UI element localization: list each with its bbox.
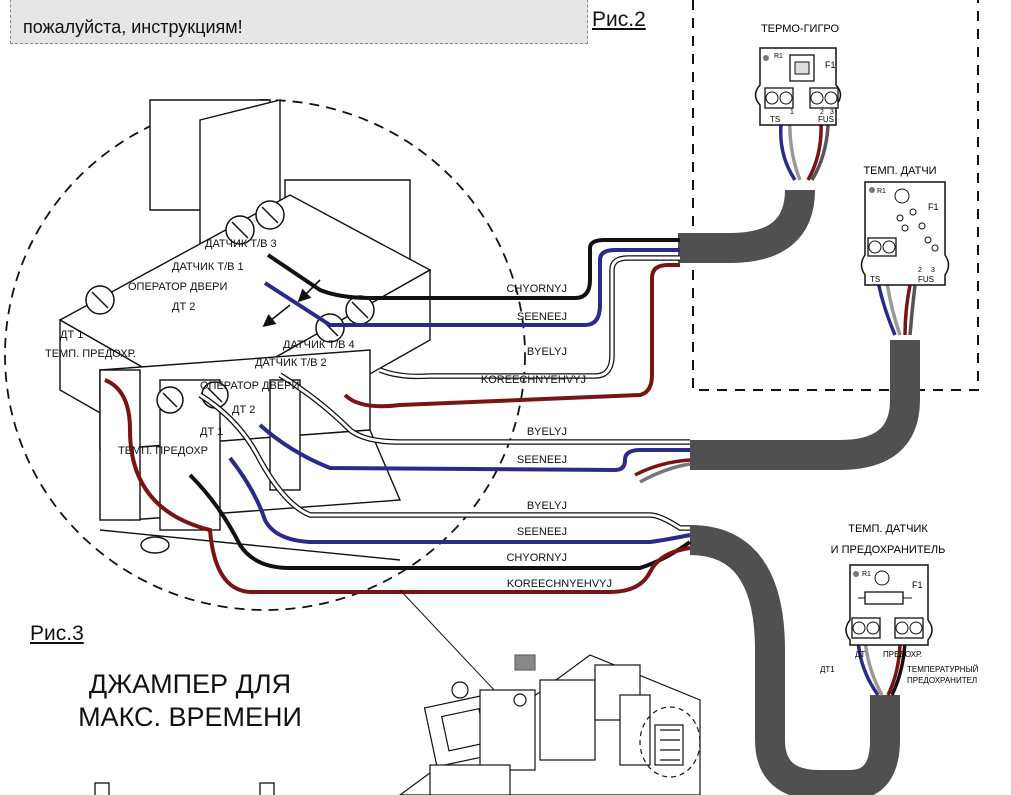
thermo-hygro-board <box>754 47 842 126</box>
thermo-hygro-fus: FUS <box>818 115 834 124</box>
terminal-label-tv3: ДАТЧИК Т/В 3 <box>205 238 277 250</box>
temp-sensor-board <box>860 181 950 286</box>
thermo-hygro-ts: TS <box>770 115 780 124</box>
temp-sensor-ts: TS <box>870 275 880 284</box>
jumper-title-line-2: МАКС. ВРЕМЕНИ <box>78 702 302 732</box>
temp-sensor-pin3: 3 <box>931 267 935 274</box>
jumper-title: ДЖАМПЕР ДЛЯ МАКС. ВРЕМЕНИ <box>40 668 340 734</box>
temp-fuse-leads <box>856 639 907 697</box>
terminal-label-fuse-lower: ТЕМП. ПРЕДОХР <box>118 445 208 457</box>
thermo-hygro-pin1: 1 <box>790 109 794 116</box>
wire-label-g1-blue: SEENEEJ <box>517 311 567 323</box>
temp-fuse-fuse-label-line-1: ТЕМПЕРАТУРНЫЙ <box>907 665 979 674</box>
terminal-arrow-2 <box>262 304 291 327</box>
enclosure-dashed-border <box>692 0 979 391</box>
wire-group-2 <box>258 372 690 473</box>
temp-fuse-board <box>845 564 933 646</box>
terminal-label-dt1-lower: ДТ 1 <box>200 426 223 438</box>
instruction-note-text: пожалуйста, инструкциям! <box>23 17 243 37</box>
cut-wire-ends <box>634 458 691 484</box>
temp-fuse-title-line-2: И ПРЕДОХРАНИТЕЛЬ <box>831 544 946 556</box>
wire-label-g3-white: BYELYJ <box>527 500 567 512</box>
temp-sensor-title: ТЕМП. ДАТЧИ <box>863 165 936 177</box>
jumper-pins <box>94 782 275 795</box>
thermo-hygro-pin2: 2 <box>820 109 824 116</box>
temp-sensor-f1: F1 <box>928 202 939 212</box>
temp-fuse-f1: F1 <box>912 580 923 590</box>
terminal-block <box>58 99 432 561</box>
temp-sensor-fus: FUS <box>918 275 934 284</box>
temp-fuse-fuse-label-line-2: ПРЕДОХРАНИТЕЛ <box>907 676 977 685</box>
temp-fuse-dt1-label: ДТ1 <box>820 665 835 674</box>
terminal-label-fuse-upper: ТЕМП. ПРЕДОХР. <box>45 348 136 360</box>
wire-label-g3-blue: SEENEEJ <box>517 526 567 538</box>
temp-sensor-r1: R1 <box>877 188 886 195</box>
temp-fuse-title-line-1: ТЕМП. ДАТЧИК <box>848 523 928 535</box>
terminal-label-dt2-upper: ДТ 2 <box>172 301 195 313</box>
wire-group-3 <box>104 378 692 594</box>
controller-board <box>398 654 701 795</box>
thermo-hygro-r1: R1 <box>774 53 783 60</box>
terminal-label-door-operator-1: ОПЕРАТОР ДВЕРИ <box>128 281 227 293</box>
terminal-label-tv1: ДАТЧИК Т/В 1 <box>172 261 244 273</box>
wire-label-g1-white: BYELYJ <box>527 346 567 358</box>
temp-sensor-pin2: 2 <box>918 267 922 274</box>
terminal-arrow-1 <box>297 279 321 303</box>
jumper-title-line-1: ДЖАМПЕР ДЛЯ <box>88 669 292 699</box>
figure-3-label: Рис.3 <box>30 622 84 645</box>
temp-fuse-r1: R1 <box>862 571 871 578</box>
cable-sheaths <box>678 189 920 795</box>
temp-fuse-dt: ДТ <box>855 650 865 659</box>
instruction-note: пожалуйста, инструкциям! <box>10 0 588 44</box>
terminal-label-dt1-upper: ДТ 1 <box>60 329 83 341</box>
wire-label-g2-white: BYELYJ <box>527 426 567 438</box>
thermo-hygro-title: ТЕРМО-ГИГРО <box>761 23 840 35</box>
figure-2-label: Рис.2 <box>592 8 646 31</box>
wire-group-1 <box>263 238 680 409</box>
terminal-label-dt2-lower: ДТ 2 <box>232 404 255 416</box>
wire-label-g1-black: CHYORNYJ <box>506 283 567 295</box>
temp-fuse-fuse: ПРЕДОХР. <box>883 650 922 659</box>
wire-label-g1-brown: KOREECHNYEHVYJ <box>481 374 586 386</box>
thermo-hygro-pin3: 3 <box>830 109 834 116</box>
terminal-label-tv2: ДАТЧИК Т/В 2 <box>255 357 327 369</box>
wire-label-g2-blue: SEENEEJ <box>517 454 567 466</box>
thermo-hygro-f1: F1 <box>825 60 836 70</box>
terminal-label-tv4: ДАТЧИК Т/В 4 <box>283 339 355 351</box>
wire-label-g3-black: CHYORNYJ <box>506 552 567 564</box>
wire-label-g3-brown: KOREECHNYEHVYJ <box>507 578 612 590</box>
terminal-label-door-operator-2: ОПЕРАТОР ДВЕРИ <box>200 380 299 392</box>
